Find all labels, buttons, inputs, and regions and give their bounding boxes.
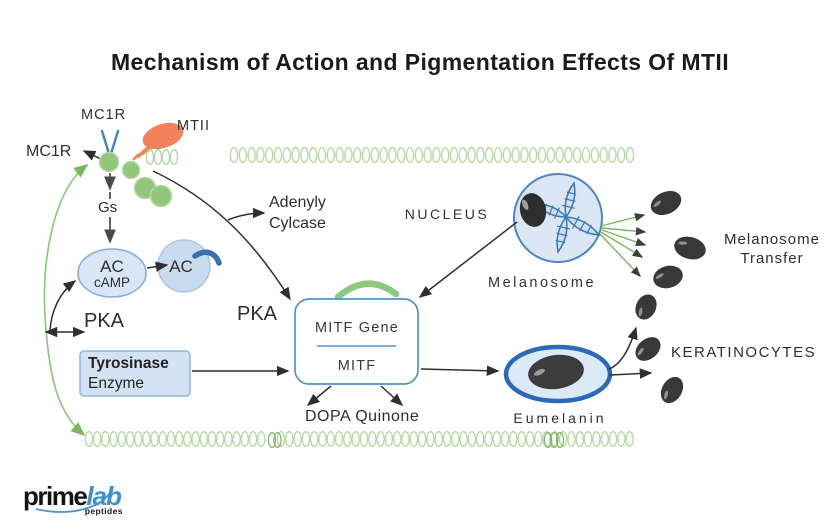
dna-icon bbox=[534, 181, 601, 254]
camp-label: cAMP bbox=[93, 275, 131, 290]
nucleus-icon bbox=[513, 173, 603, 263]
mitf-gene-box bbox=[294, 298, 419, 385]
melanosome-granules bbox=[635, 190, 706, 404]
arrow-mitf-to-dopa-left bbox=[306, 385, 332, 406]
ac-active-label: AC bbox=[169, 257, 193, 276]
logo-swoosh-icon bbox=[35, 488, 113, 513]
mtii-ligand-icon bbox=[132, 122, 184, 161]
pka-center-label: PKA bbox=[237, 303, 278, 325]
membrane-fragment-icon bbox=[145, 148, 179, 166]
arrow-mitf-to-eumelanin bbox=[420, 365, 500, 376]
melanosome-transfer-arrows bbox=[599, 213, 647, 278]
logo-prime-text: prime bbox=[23, 481, 88, 511]
melanosome-icon bbox=[635, 294, 657, 320]
keratinocytes-label: KERATINOCYTES bbox=[671, 344, 817, 361]
melanosome-icon bbox=[650, 190, 682, 216]
nucleus-label: NUCLEUS bbox=[404, 206, 490, 222]
cell-membrane-bottom-icon bbox=[84, 431, 634, 448]
melanosome-icon bbox=[653, 265, 683, 289]
mitf-label: MITF bbox=[337, 358, 377, 374]
arrow-receptor-to-mitf bbox=[152, 170, 291, 301]
transfer-line1: Melanosome bbox=[724, 231, 820, 248]
mitf-gene-label: MITF Gene bbox=[314, 320, 400, 336]
gene-activation-arc-icon bbox=[334, 280, 400, 301]
ac-camp-vesicle-icon bbox=[77, 248, 147, 298]
arrow-eumelanin-up bbox=[608, 326, 638, 370]
arrow-to-mc1r-label bbox=[82, 150, 102, 161]
arrow-nucleus-to-mitf bbox=[418, 221, 518, 298]
tyrosinase-line1: Tyrosinase bbox=[88, 355, 169, 372]
tyrosinase-label: Tyrosinase Enzyme bbox=[88, 354, 169, 395]
mtii-label: MTII bbox=[177, 118, 210, 134]
tyrosinase-line2: Enzyme bbox=[88, 375, 144, 393]
melanosome-in-nucleus-icon bbox=[519, 193, 547, 227]
adenylyl-line2: Cylcase bbox=[269, 215, 326, 233]
logo-tagline: peptides bbox=[84, 506, 123, 516]
adenylyl-cyclase-label: Adenyly Cylcase bbox=[269, 192, 326, 234]
ac-camp-label: AC cAMP bbox=[94, 258, 130, 291]
arrow-camp-to-ac bbox=[146, 261, 169, 272]
cell-membrane-top-icon bbox=[229, 147, 635, 163]
activation-swoosh-icon bbox=[192, 249, 222, 266]
pka-left-label: PKA bbox=[84, 310, 125, 332]
primelab-logo: primelab peptides bbox=[23, 481, 122, 515]
transfer-line2: Transfer bbox=[740, 249, 804, 267]
melanosome-transfer-label: Melanosome Transfer bbox=[724, 231, 820, 269]
arrow-pka-to-camp bbox=[49, 280, 77, 332]
mc1r-receptor-icon bbox=[82, 129, 173, 208]
ac-label: AC bbox=[100, 257, 124, 276]
arrow-mitf-to-dopa-right bbox=[380, 385, 404, 407]
adenylyl-line1: Adenyly bbox=[269, 194, 326, 211]
melanosome-icon bbox=[660, 376, 684, 404]
melanosome-label: Melanosome bbox=[487, 275, 597, 291]
gs-label: Gs bbox=[96, 199, 120, 217]
mc1r-side-label: MC1R bbox=[26, 143, 72, 160]
mc1r-top-label: MC1R bbox=[81, 107, 127, 123]
melanosome-icon bbox=[674, 236, 706, 260]
melanosome-icon bbox=[635, 337, 661, 361]
tyrosinase-box bbox=[79, 350, 191, 397]
feedback-loop-arrow bbox=[43, 163, 89, 437]
eumelanin-cell-icon bbox=[503, 344, 613, 404]
page-title: Mechanism of Action and Pigmentation Eff… bbox=[111, 49, 729, 75]
arrow-to-adenylyl-cyclase bbox=[227, 207, 266, 221]
dopa-quinone-label: DOPA Quinone bbox=[305, 408, 420, 425]
arrow-eumelanin-right bbox=[609, 368, 653, 379]
logo-lab-text: lab bbox=[86, 481, 122, 511]
eumelanin-label: Eumelanin bbox=[513, 410, 607, 426]
